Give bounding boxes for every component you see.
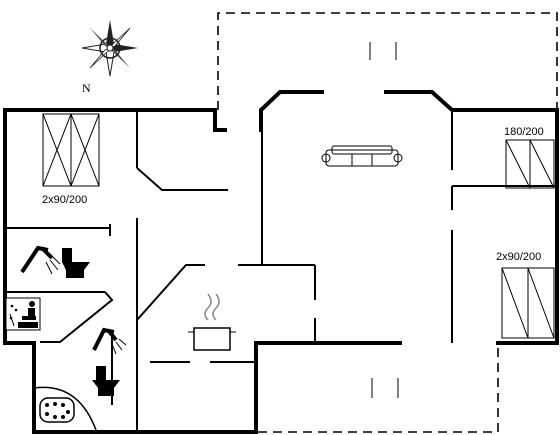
- toilet-icon: [92, 366, 120, 396]
- bed-icon: [501, 267, 555, 339]
- sauna-icon: [5, 297, 41, 331]
- bed-icon: [505, 139, 555, 189]
- compass-icon: [81, 20, 138, 77]
- shower-icon: [20, 245, 61, 275]
- compass-north-label: N: [82, 81, 91, 95]
- exterior-walls: [3, 90, 559, 434]
- bed-label-left: 2x90/200: [42, 194, 87, 206]
- shower-icon: [92, 327, 127, 355]
- stove-pot-icon: [188, 293, 236, 351]
- jacuzzi-icon: [33, 386, 97, 431]
- sofa-icon: [321, 145, 403, 167]
- bed-label-right-bottom: 2x90/200: [496, 251, 541, 263]
- interior-walls: [5, 110, 557, 432]
- toilet-icon: [62, 248, 90, 278]
- terrace-outline: [217, 12, 558, 433]
- bed-icon: [42, 113, 100, 187]
- bed-label-right-top: 180/200: [504, 126, 544, 138]
